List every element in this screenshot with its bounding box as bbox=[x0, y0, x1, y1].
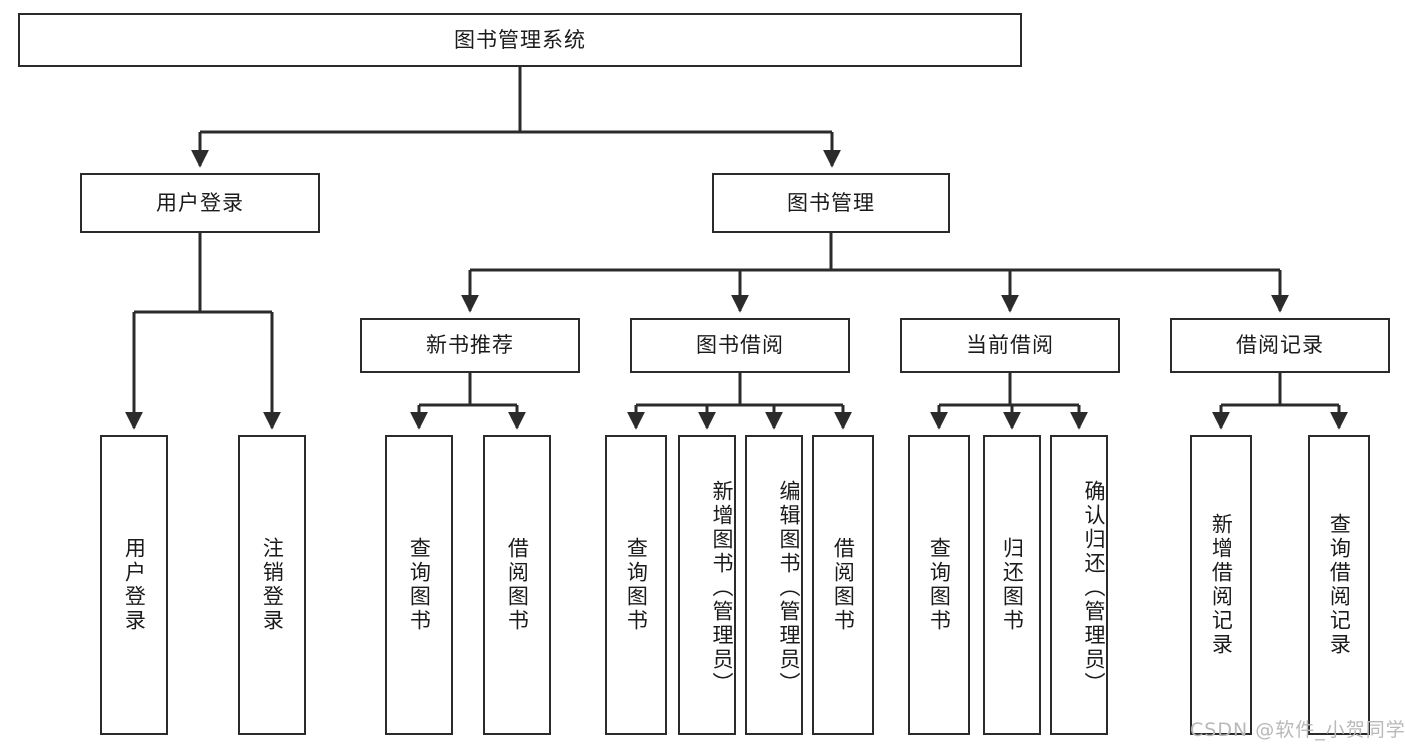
node-leaf-add-book[interactable]: 新增图书（管理员） bbox=[678, 435, 736, 735]
node-leaf-query-record-label: 查询借阅记录 bbox=[1327, 513, 1352, 657]
node-leaf-borrow-book-label: 借阅图书 bbox=[831, 537, 856, 633]
node-current-borrow-label: 当前借阅 bbox=[966, 333, 1054, 358]
node-leaf-user-login[interactable]: 用户登录 bbox=[100, 435, 168, 735]
csdn-watermark: CSDN @软件_小贺同学 bbox=[1190, 719, 1405, 741]
node-leaf-return-book-label: 归还图书 bbox=[1000, 537, 1025, 633]
node-root[interactable]: 图书管理系统 bbox=[18, 13, 1022, 67]
node-leaf-return-book[interactable]: 归还图书 bbox=[983, 435, 1041, 735]
node-leaf-edit-book[interactable]: 编辑图书（管理员） bbox=[745, 435, 803, 735]
node-leaf-query-book-bor-label: 查询图书 bbox=[624, 537, 649, 633]
node-book-manage-label: 图书管理 bbox=[787, 190, 875, 215]
node-leaf-borrow-book-rec-label: 借阅图书 bbox=[505, 537, 530, 633]
node-leaf-add-record[interactable]: 新增借阅记录 bbox=[1190, 435, 1252, 735]
node-user-login[interactable]: 用户登录 bbox=[80, 173, 320, 233]
node-leaf-query-book-cur-label: 查询图书 bbox=[927, 537, 952, 633]
node-root-label: 图书管理系统 bbox=[454, 27, 586, 52]
node-leaf-query-book-cur[interactable]: 查询图书 bbox=[908, 435, 970, 735]
node-book-borrow-label: 图书借阅 bbox=[696, 333, 784, 358]
node-current-borrow[interactable]: 当前借阅 bbox=[900, 318, 1120, 373]
node-user-login-label: 用户登录 bbox=[156, 190, 244, 215]
node-book-manage[interactable]: 图书管理 bbox=[712, 173, 950, 233]
node-new-book-rec-label: 新书推荐 bbox=[426, 333, 514, 358]
node-leaf-borrow-book-rec[interactable]: 借阅图书 bbox=[483, 435, 551, 735]
node-borrow-record-label: 借阅记录 bbox=[1236, 333, 1324, 358]
node-leaf-query-record[interactable]: 查询借阅记录 bbox=[1308, 435, 1370, 735]
node-leaf-add-record-label: 新增借阅记录 bbox=[1209, 513, 1234, 657]
node-leaf-logout[interactable]: 注销登录 bbox=[238, 435, 306, 735]
node-leaf-query-book-rec-label: 查询图书 bbox=[407, 537, 432, 633]
node-leaf-user-login-label: 用户登录 bbox=[122, 537, 147, 633]
node-leaf-borrow-book[interactable]: 借阅图书 bbox=[812, 435, 874, 735]
node-leaf-query-book-bor[interactable]: 查询图书 bbox=[605, 435, 667, 735]
node-leaf-edit-book-label: 编辑图书（管理员） bbox=[777, 480, 801, 696]
node-new-book-rec[interactable]: 新书推荐 bbox=[360, 318, 580, 373]
node-leaf-confirm-return[interactable]: 确认归还（管理员） bbox=[1050, 435, 1108, 735]
node-borrow-record[interactable]: 借阅记录 bbox=[1170, 318, 1390, 373]
node-leaf-add-book-label: 新增图书（管理员） bbox=[710, 480, 734, 696]
node-leaf-confirm-return-label: 确认归还（管理员） bbox=[1082, 480, 1106, 696]
node-book-borrow[interactable]: 图书借阅 bbox=[630, 318, 850, 373]
node-leaf-query-book-rec[interactable]: 查询图书 bbox=[385, 435, 453, 735]
node-leaf-logout-label: 注销登录 bbox=[260, 537, 285, 633]
